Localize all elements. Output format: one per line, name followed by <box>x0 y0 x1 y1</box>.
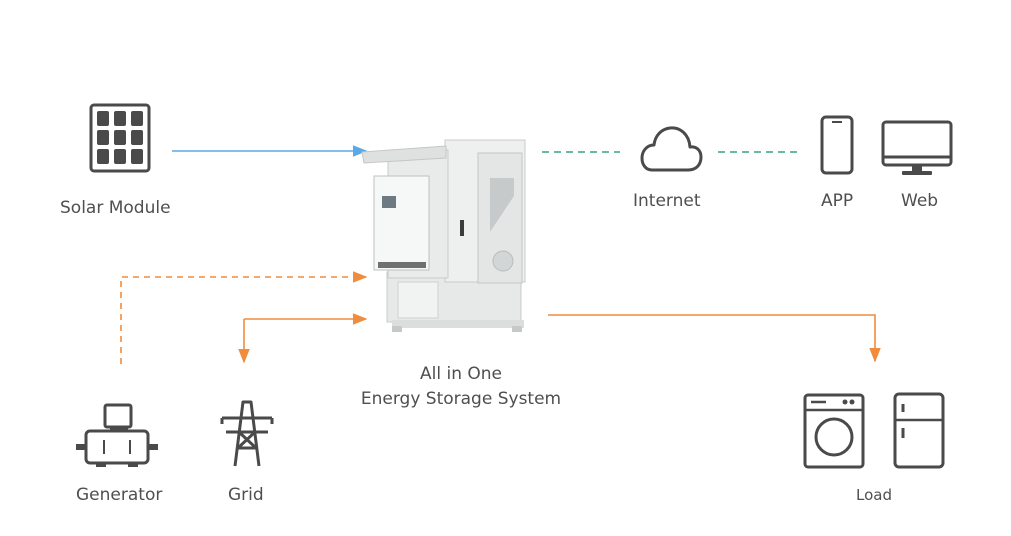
monitor-icon <box>881 120 953 175</box>
internet-label: Internet <box>633 191 701 211</box>
system-to-load-arrow <box>548 314 881 363</box>
power-tower-icon <box>220 400 274 467</box>
load-label: Load <box>856 486 892 504</box>
energy-storage-cabinet-icon <box>361 139 526 332</box>
app-label: APP <box>821 191 854 211</box>
washing-machine-icon <box>803 393 865 469</box>
smartphone-icon <box>820 115 854 175</box>
system-label-line1: All in One <box>420 364 502 384</box>
solar-panel-icon <box>89 103 151 173</box>
solar-module-label: Solar Module <box>60 198 171 218</box>
system-label-line2: Energy Storage System <box>360 389 562 409</box>
cloud-icon <box>640 126 703 172</box>
web-label: Web <box>901 191 939 211</box>
refrigerator-icon <box>893 392 945 469</box>
generator-label: Generator <box>76 485 163 505</box>
grid-label: Grid <box>228 485 264 505</box>
generator-icon <box>76 403 158 467</box>
